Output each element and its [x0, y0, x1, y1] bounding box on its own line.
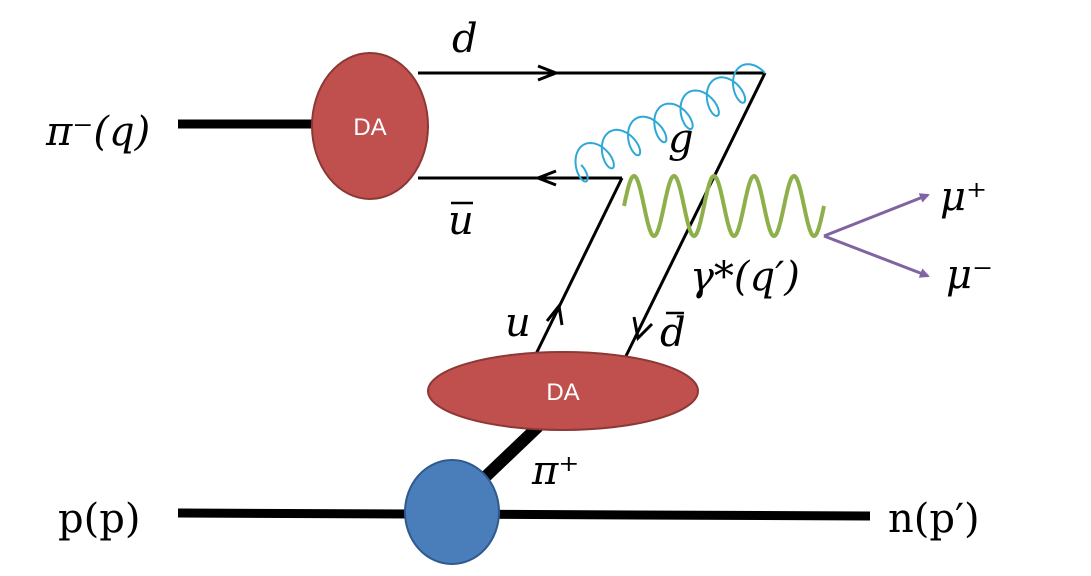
quark-u-arrow — [545, 302, 564, 326]
photon-line — [622, 173, 826, 239]
antiquark-dbar-arrow — [632, 316, 654, 342]
mu-plus-label: μ⁺ — [940, 174, 987, 220]
antiquark-dbar-line — [624, 72, 767, 357]
nucleon-vertex-blob — [404, 459, 500, 565]
mu-plus-arrow — [823, 193, 930, 238]
upper-da-label: DA — [353, 114, 386, 141]
mu-minus-arrow — [823, 234, 930, 278]
gluon-label: g — [668, 116, 694, 162]
quark-u-line — [534, 177, 624, 355]
antiquark-ubar-label: u — [448, 198, 474, 244]
quark-d-label: d — [452, 16, 478, 62]
pi-plus-line — [475, 415, 550, 487]
antiquark-ubar-arrow — [533, 169, 557, 187]
gluon-line — [574, 63, 766, 183]
lower-da-label: DA — [546, 379, 579, 406]
pi-minus-label: π⁻(q) — [45, 109, 150, 155]
upper-da-blob — [311, 52, 429, 200]
photon-label: γ*(q′) — [690, 254, 800, 300]
quark-d-arrow — [537, 64, 561, 82]
mu-minus-label: μ⁻ — [946, 252, 993, 298]
lower-da-blob — [427, 351, 699, 431]
pi-plus-label: π⁺ — [531, 448, 579, 494]
quark-u-label: u — [505, 300, 531, 346]
nucleon-line — [177, 508, 871, 521]
neutron-label: n(p′) — [888, 496, 980, 542]
proton-label: p(p) — [58, 496, 140, 542]
antiquark-dbar-label: d — [660, 310, 686, 356]
